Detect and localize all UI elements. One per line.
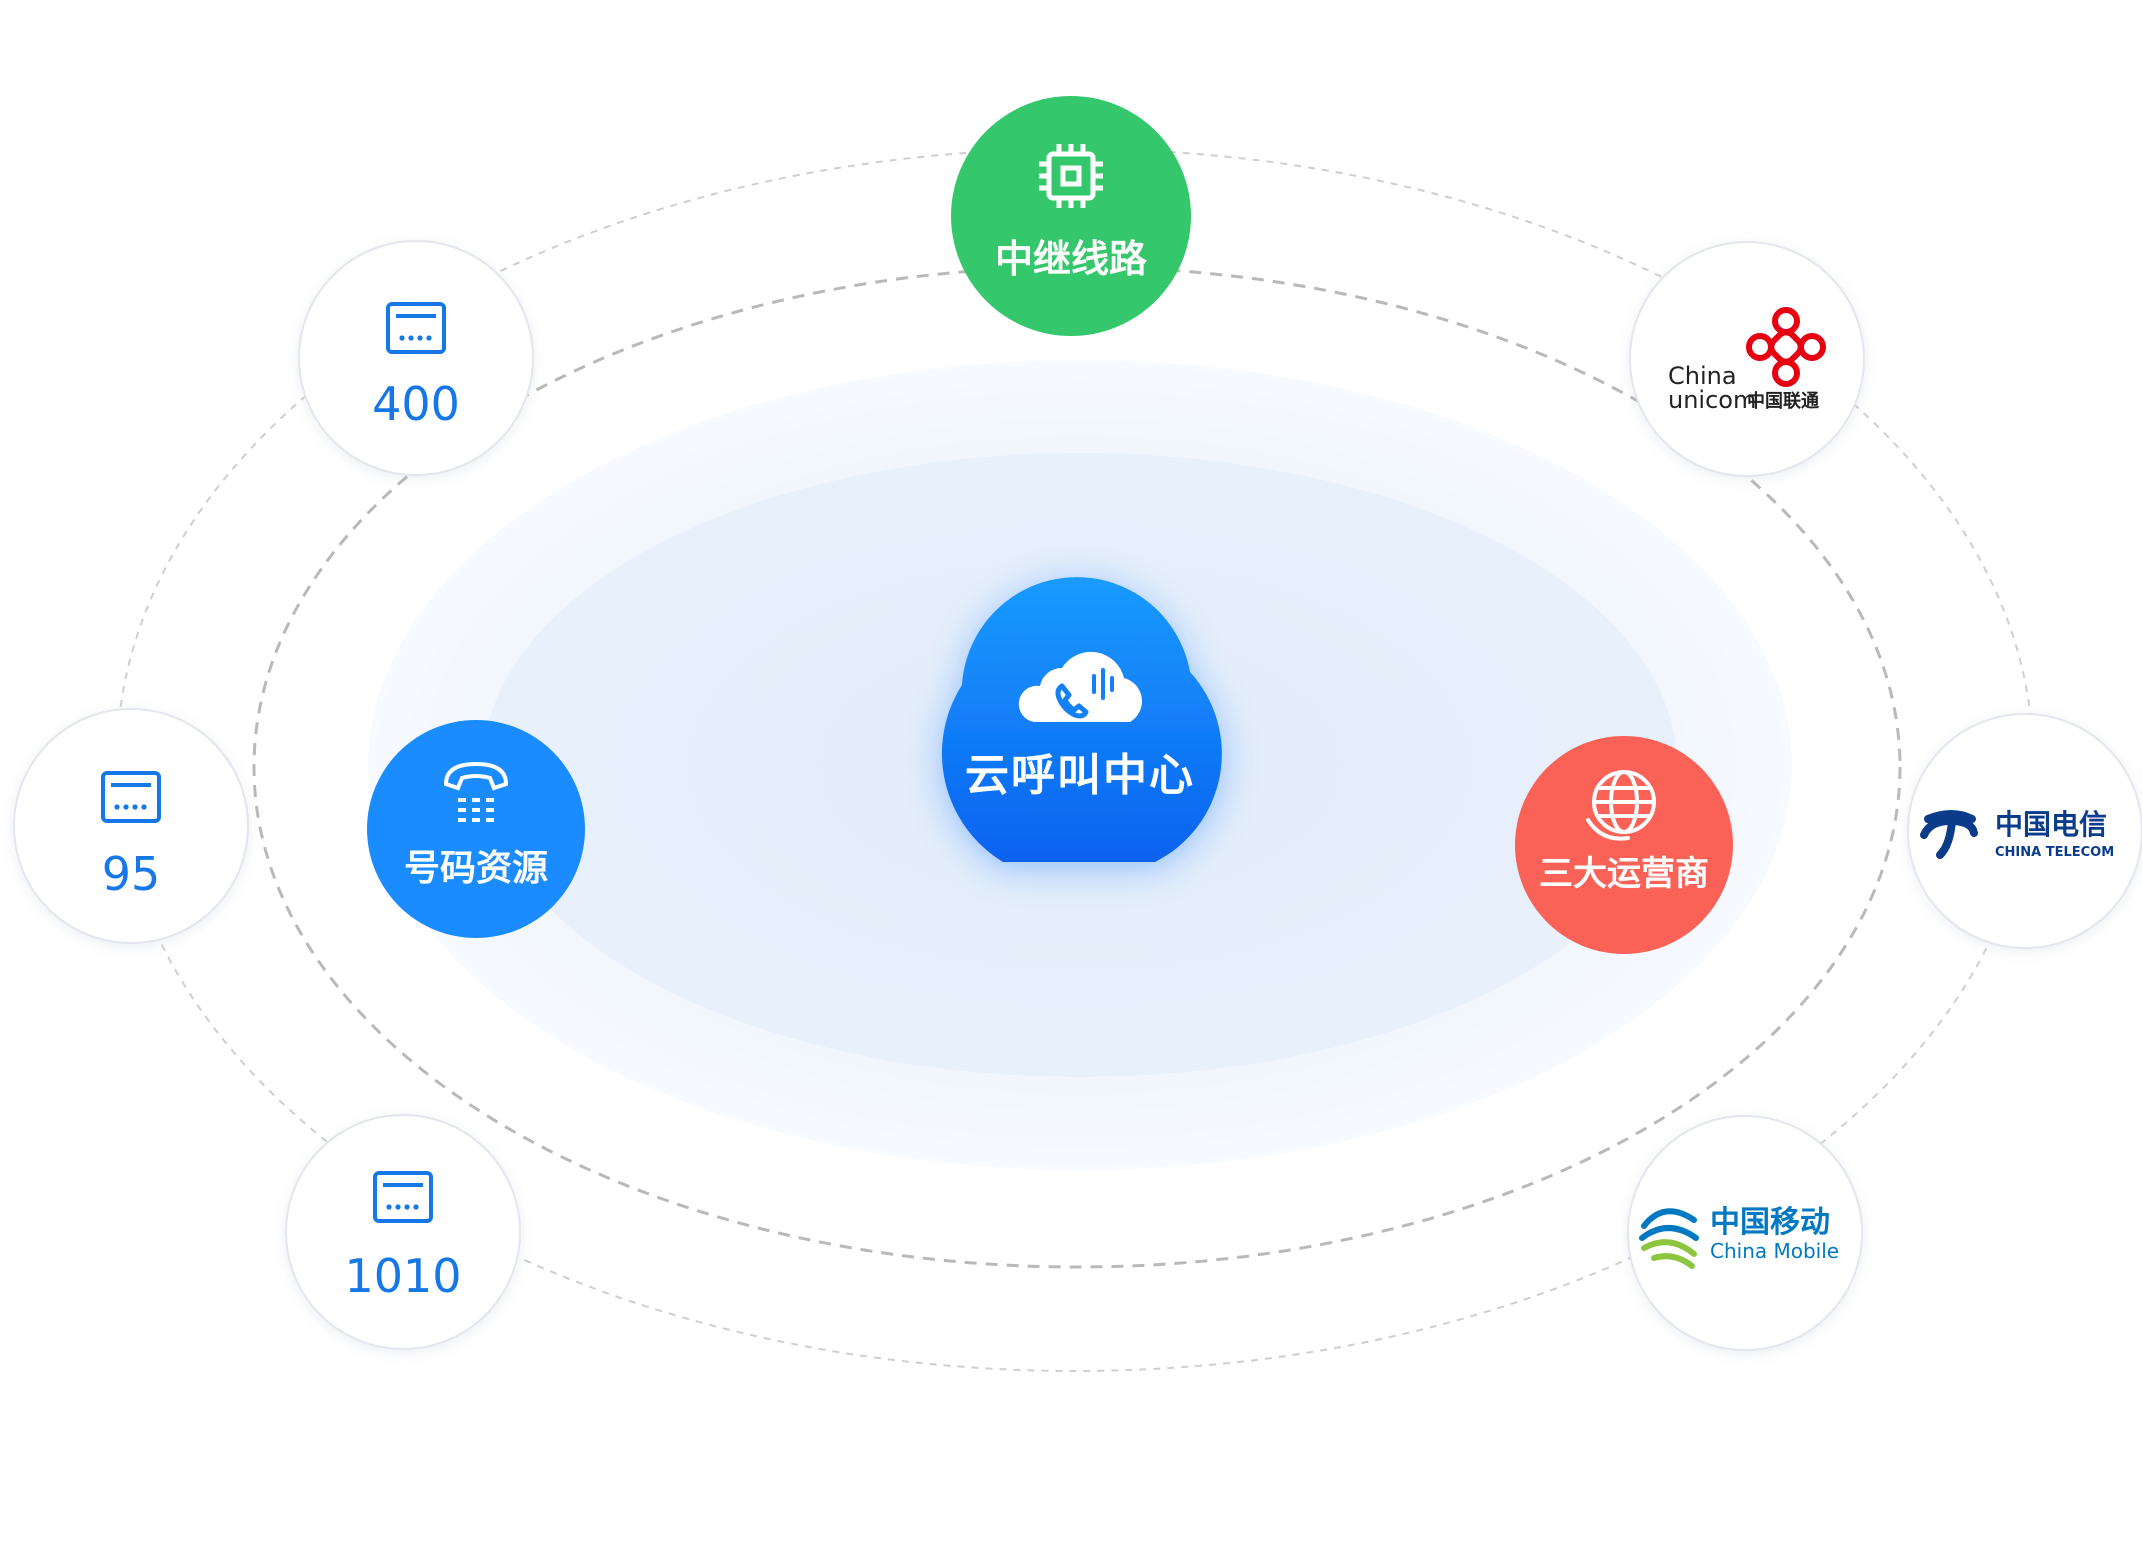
number-label: 1010 [344,1249,461,1303]
headset-cloud-icon [1018,651,1142,722]
telecom-cn: 中国电信 [1995,808,2107,841]
number-node-1010[interactable] [285,1114,521,1350]
carriers-node[interactable]: 三大运营商 [1515,736,1733,954]
display-icon [386,302,446,354]
number-resources-node[interactable]: 号码资源 [367,720,585,938]
china-unicom-node[interactable] [1629,241,1865,477]
trunk-label: 中继线路 [995,237,1148,281]
mobile-en: China Mobile [1710,1239,1839,1263]
mobile-swirl-icon [1639,1208,1699,1269]
unicom-en-line2: unicom [1668,386,1756,414]
number-label: 400 [372,377,460,431]
display-icon [101,771,161,823]
globe-icon [1586,770,1656,841]
china-telecom-node[interactable] [1907,713,2142,949]
telecom-swoosh-icon [1920,810,1978,859]
number-resources-label: 号码资源 [404,848,548,889]
unicom-knot-icon [1746,307,1826,387]
display-icon [373,1171,433,1223]
chip-icon [1039,144,1103,208]
carriers-label: 三大运营商 [1539,854,1709,894]
china-mobile-node[interactable] [1627,1115,1863,1351]
trunk-node[interactable]: 中继线路 [951,96,1191,336]
center-label: 云呼叫中心 [965,750,1195,801]
telephone-icon [443,761,509,822]
unicom-en-line1: China [1668,362,1737,390]
orbit-inner [252,265,1902,1269]
number-label: 95 [102,847,161,901]
mobile-cn: 中国移动 [1710,1205,1830,1240]
telecom-en: CHINA TELECOM [1995,845,2114,860]
number-node-400[interactable] [298,240,534,476]
number-node-95[interactable] [13,708,249,944]
unicom-cn: 中国联通 [1747,390,1819,412]
